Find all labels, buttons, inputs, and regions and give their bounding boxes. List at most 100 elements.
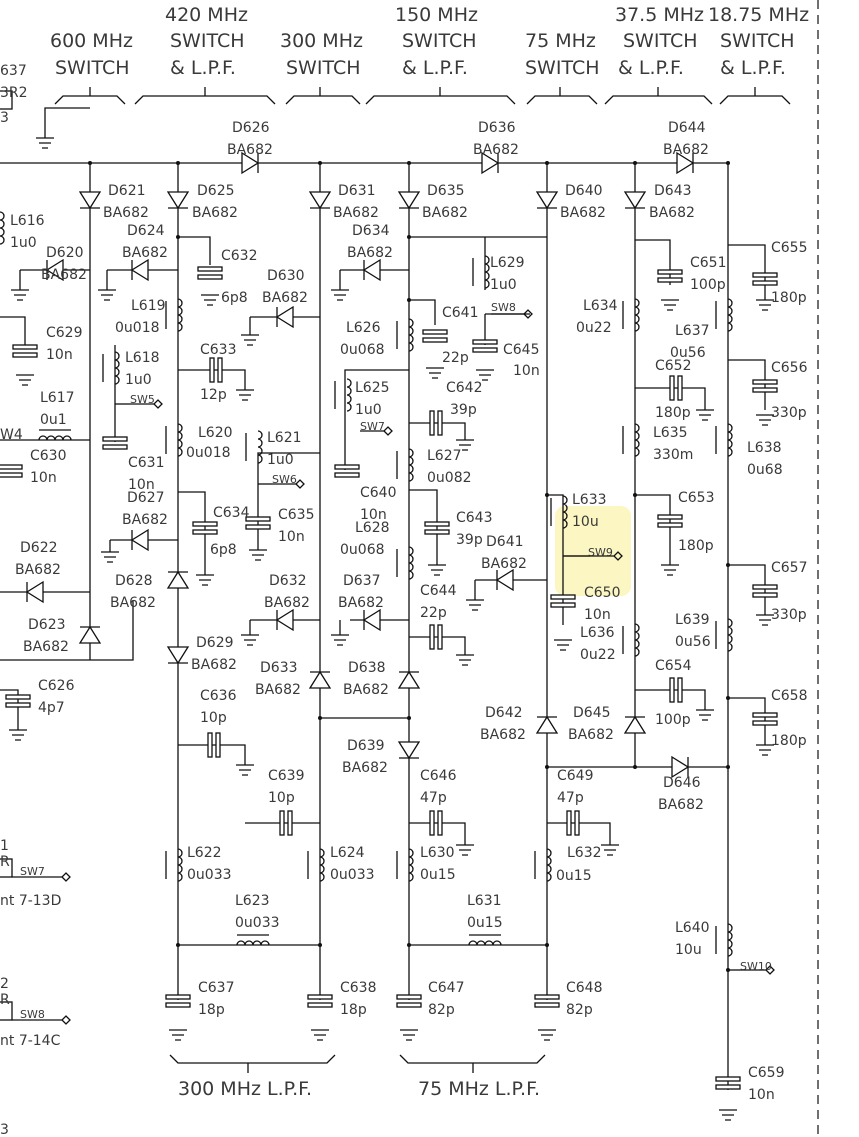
capacitor-icon-c631 bbox=[102, 436, 128, 450]
component-value-l617: 0u1 bbox=[40, 412, 67, 428]
component-ref-d626: D626 bbox=[232, 120, 270, 136]
component-value-c642: 39p bbox=[450, 402, 477, 418]
component-ref-d641: D641 bbox=[486, 534, 524, 550]
component-ref-c638: C638 bbox=[340, 980, 377, 996]
offpage-text: W4 bbox=[0, 427, 23, 443]
section-header-150-switch-lpf: 150 MHz bbox=[395, 4, 478, 26]
component-value-l616: 1u0 bbox=[10, 235, 37, 251]
capacitor-icon-c646 bbox=[429, 810, 443, 836]
inductor-icon-l624 bbox=[307, 848, 325, 882]
component-value-d622: BA682 bbox=[15, 562, 61, 578]
ground-icon bbox=[696, 409, 714, 421]
wire bbox=[0, 689, 19, 730]
component-value-l628: 0u068 bbox=[340, 542, 385, 558]
ground-icon bbox=[201, 294, 219, 306]
junction-dot bbox=[726, 161, 730, 165]
ground-icon bbox=[169, 1029, 187, 1041]
diode-icon-d625 bbox=[166, 191, 190, 210]
component-ref-c649: C649 bbox=[557, 768, 594, 784]
section-header-300-switch: 300 MHz bbox=[280, 30, 363, 52]
net-label-sw8: SW8 bbox=[491, 301, 516, 314]
section-header-150-switch-lpf: SWITCH bbox=[402, 30, 477, 52]
inductor-icon-l637 bbox=[715, 298, 733, 332]
offpage-text: 3 bbox=[0, 1122, 9, 1137]
component-value-l624: 0u033 bbox=[330, 867, 375, 883]
ground-icon bbox=[249, 549, 267, 561]
component-value-l622: 0u033 bbox=[187, 867, 232, 883]
capacitor-icon-c626 bbox=[5, 694, 31, 708]
component-value-d646: BA682 bbox=[658, 797, 704, 813]
component-value-c657: 330p bbox=[771, 607, 807, 623]
component-ref-c639: C639 bbox=[268, 768, 305, 784]
net-label-sw7: SW7 bbox=[360, 420, 385, 433]
component-ref-d632: D632 bbox=[269, 573, 307, 589]
wire bbox=[409, 636, 466, 655]
component-value-d640: BA682 bbox=[560, 205, 606, 221]
component-ref-d636: D636 bbox=[478, 120, 516, 136]
offpage-text: nt 7-14C bbox=[0, 1033, 61, 1049]
component-value-c632: 6p8 bbox=[221, 290, 248, 306]
net-label-sw7: SW7 bbox=[20, 865, 45, 878]
component-ref-c635: C635 bbox=[278, 507, 315, 523]
ground-icon bbox=[456, 844, 474, 856]
diode-icon-d640 bbox=[535, 191, 559, 210]
junction-dot bbox=[88, 161, 92, 165]
section-header-18-switch-lpf: & L.P.F. bbox=[720, 57, 786, 79]
component-value-d637: BA682 bbox=[338, 595, 384, 611]
inductor-icon-l640 bbox=[715, 923, 733, 957]
capacitor-icon-c638 bbox=[307, 994, 333, 1008]
diode-icon-d638 bbox=[397, 670, 421, 689]
section-brace bbox=[526, 87, 598, 105]
component-ref-c656: C656 bbox=[771, 360, 808, 376]
capacitor-icon-c651 bbox=[657, 269, 683, 283]
component-value-l623: 0u033 bbox=[235, 915, 280, 931]
wire bbox=[344, 369, 409, 470]
section-brace bbox=[169, 1054, 336, 1073]
net-terminal-icon bbox=[563, 551, 623, 561]
component-value-c652: 180p bbox=[655, 405, 691, 421]
diode-icon-d634 bbox=[362, 258, 381, 282]
diode-icon-d629 bbox=[166, 646, 190, 665]
ground-icon bbox=[236, 389, 254, 401]
component-ref-c636: C636 bbox=[200, 688, 237, 704]
component-ref-c652: C652 bbox=[655, 358, 692, 374]
section-header-37-switch-lpf: SWITCH bbox=[623, 30, 698, 52]
component-value-c650: 10n bbox=[584, 607, 611, 623]
wire bbox=[728, 564, 766, 615]
section-header-75-switch: SWITCH bbox=[525, 57, 600, 79]
resistor-icon bbox=[0, 1001, 13, 1021]
ground-icon bbox=[400, 1029, 418, 1041]
net-label-sw9: SW9 bbox=[588, 546, 613, 559]
component-ref-l626: L626 bbox=[346, 320, 381, 336]
inductor-icon-l626 bbox=[396, 318, 414, 352]
inductor-icon-l631 bbox=[468, 934, 502, 946]
net-label-sw8: SW8 bbox=[20, 1008, 45, 1021]
section-header-150-switch-lpf: & L.P.F. bbox=[402, 57, 468, 79]
component-ref-l617: L617 bbox=[40, 390, 75, 406]
component-value-d638: BA682 bbox=[343, 682, 389, 698]
component-ref-d621: D621 bbox=[108, 183, 146, 199]
component-ref-c630: C630 bbox=[30, 448, 67, 464]
section-brace bbox=[54, 87, 126, 105]
component-ref-d642: D642 bbox=[485, 705, 523, 721]
ground-icon bbox=[756, 744, 774, 756]
component-ref-d646: D646 bbox=[663, 775, 701, 791]
capacitor-icon-c633 bbox=[209, 357, 223, 383]
ground-icon bbox=[456, 654, 474, 666]
inductor-icon-l629 bbox=[472, 255, 490, 289]
wire bbox=[409, 489, 438, 565]
component-ref-c633: C633 bbox=[200, 342, 237, 358]
wire bbox=[635, 387, 706, 410]
diode-icon-d621 bbox=[78, 191, 102, 210]
component-value-l619: 0u018 bbox=[115, 320, 160, 336]
net-terminal-icon bbox=[272, 479, 305, 489]
junction-dot bbox=[545, 943, 549, 947]
symbols bbox=[0, 90, 778, 1090]
section-brace bbox=[399, 1054, 546, 1073]
inductor-icon-l638 bbox=[715, 423, 733, 457]
ground-icon bbox=[719, 1109, 737, 1121]
component-value-d645: BA682 bbox=[568, 727, 614, 743]
component-value-d631: BA682 bbox=[333, 205, 379, 221]
component-value-d635: BA682 bbox=[422, 205, 468, 221]
